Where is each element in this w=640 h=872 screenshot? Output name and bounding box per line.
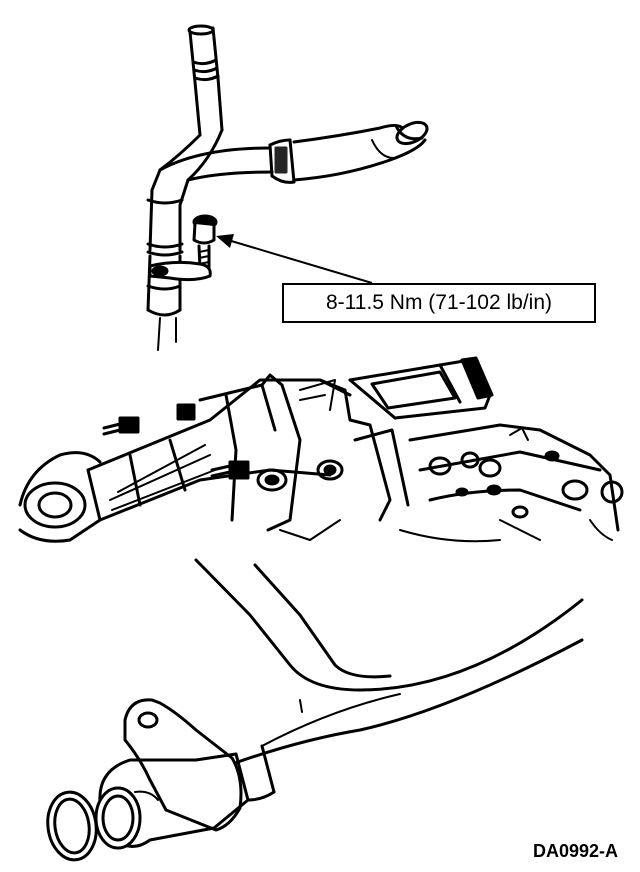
torque-spec-text: 8-11.5 Nm (71-102 lb/in) xyxy=(325,291,553,314)
figure-id-label: DA0992-A xyxy=(532,841,618,861)
mounting-bolt xyxy=(148,214,218,282)
lower-water-tube xyxy=(46,558,584,862)
heater-hose xyxy=(268,120,429,184)
torque-leader-arrow xyxy=(216,234,373,284)
o-ring xyxy=(46,790,98,862)
engine-block xyxy=(18,356,624,543)
torque-spec-callout: 8-11.5 Nm (71-102 lb/in) xyxy=(282,283,596,323)
heater-outlet-tube xyxy=(146,24,274,351)
